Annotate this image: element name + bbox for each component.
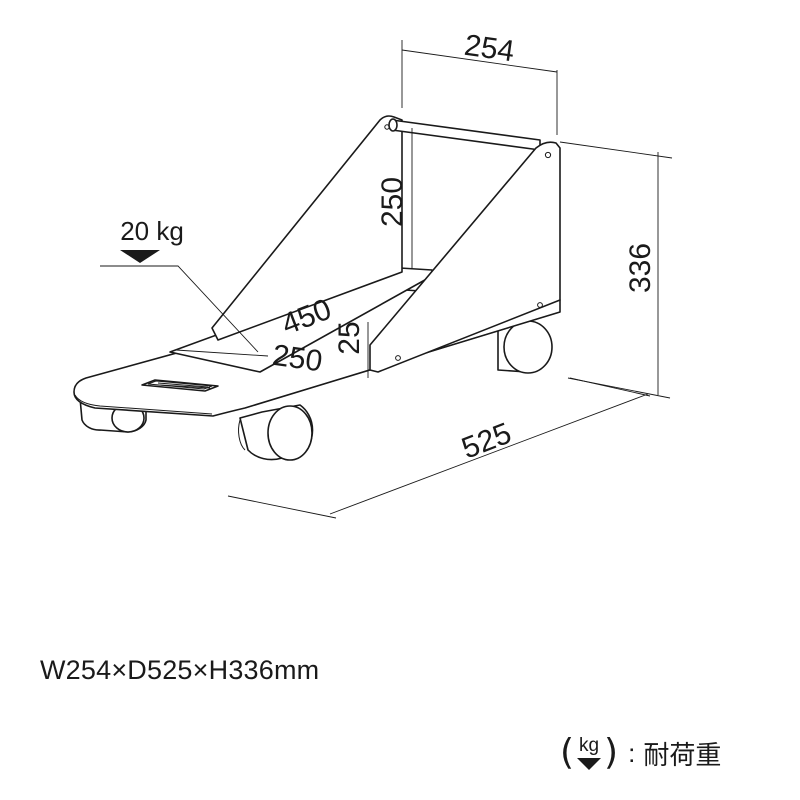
legend-unit: kg [579, 735, 600, 756]
dimension-frame-height: 250 [376, 128, 413, 268]
side-panel-near [369, 141, 561, 373]
load-callout: 20 kg [100, 216, 259, 353]
height-label: 336 [624, 243, 657, 293]
legend-label: 耐荷重 [643, 740, 722, 771]
legend-open-paren: ( [560, 732, 575, 773]
down-arrow-icon [577, 758, 602, 770]
depth-label: 525 [457, 417, 516, 466]
dimension-shelf-width: 250 [175, 339, 324, 379]
load-symbol: kg [577, 735, 602, 770]
dimension-width: 254 [401, 29, 558, 135]
caster-front [238, 404, 314, 461]
load-capacity-legend: ( kg ) : 耐荷重 [560, 728, 721, 778]
handle-slot [141, 379, 219, 392]
width-label: 254 [462, 29, 516, 69]
shelf-width-label: 250 [270, 339, 324, 379]
side-panel-far [211, 115, 403, 341]
top-handle-bar [388, 118, 541, 151]
legend-colon: : [628, 737, 636, 768]
frame-height-label: 250 [376, 177, 409, 227]
dimension-height: 336 [559, 141, 673, 399]
dimension-base-height: 25 [333, 321, 369, 378]
legend-close-paren: ) [604, 732, 619, 773]
overall-dimensions-text: W254×D525×H336mm [40, 655, 320, 685]
load-arrow-icon [120, 250, 160, 263]
load-label: 20 kg [120, 216, 184, 246]
base-height-label: 25 [333, 321, 366, 354]
